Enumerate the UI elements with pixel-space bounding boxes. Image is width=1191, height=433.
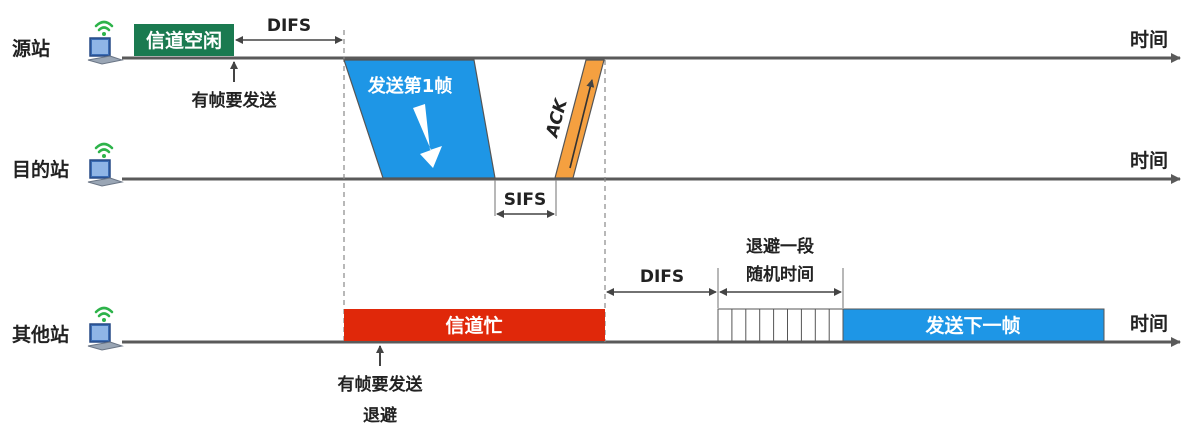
send-first-frame-label: 发送第1帧	[367, 75, 453, 97]
send-next-frame-label: 发送下一帧	[924, 314, 1020, 337]
axis-label-time-other: 时间	[1130, 313, 1168, 335]
axis-label-time-destination: 时间	[1130, 150, 1168, 172]
axis-label-time-source: 时间	[1130, 29, 1168, 51]
sifs-label: SIFS	[504, 190, 546, 210]
channel-idle-box	[134, 24, 234, 56]
backoff-label-other: 退避	[363, 405, 397, 426]
backoff-random-label-line2: 随机时间	[746, 264, 814, 285]
has-frame-label-source: 有帧要发送	[192, 90, 278, 111]
laptop-wifi-icon-other	[86, 306, 124, 352]
send-next-frame-box	[842, 308, 1105, 342]
channel-busy-box	[344, 309, 605, 341]
ack-direction-arrow	[569, 79, 595, 169]
difs-label-source: DIFS	[267, 16, 311, 36]
has-frame-label-other: 有帧要发送	[338, 374, 424, 395]
backoff-random-label-line1: 退避一段	[746, 236, 814, 257]
ack-transmission	[554, 59, 605, 179]
station-label-source: 源站	[12, 37, 50, 60]
channel-busy-label: 信道忙	[445, 314, 502, 337]
frame-direction-arrow-icon	[413, 104, 442, 168]
station-label-destination: 目的站	[12, 158, 69, 181]
laptop-wifi-icon-destination	[86, 142, 124, 188]
channel-idle-label: 信道空闲	[146, 29, 222, 52]
difs-label-other: DIFS	[640, 267, 684, 287]
laptop-wifi-icon-source	[86, 20, 124, 66]
station-label-other: 其他站	[12, 323, 69, 346]
backoff-slots	[717, 308, 844, 342]
